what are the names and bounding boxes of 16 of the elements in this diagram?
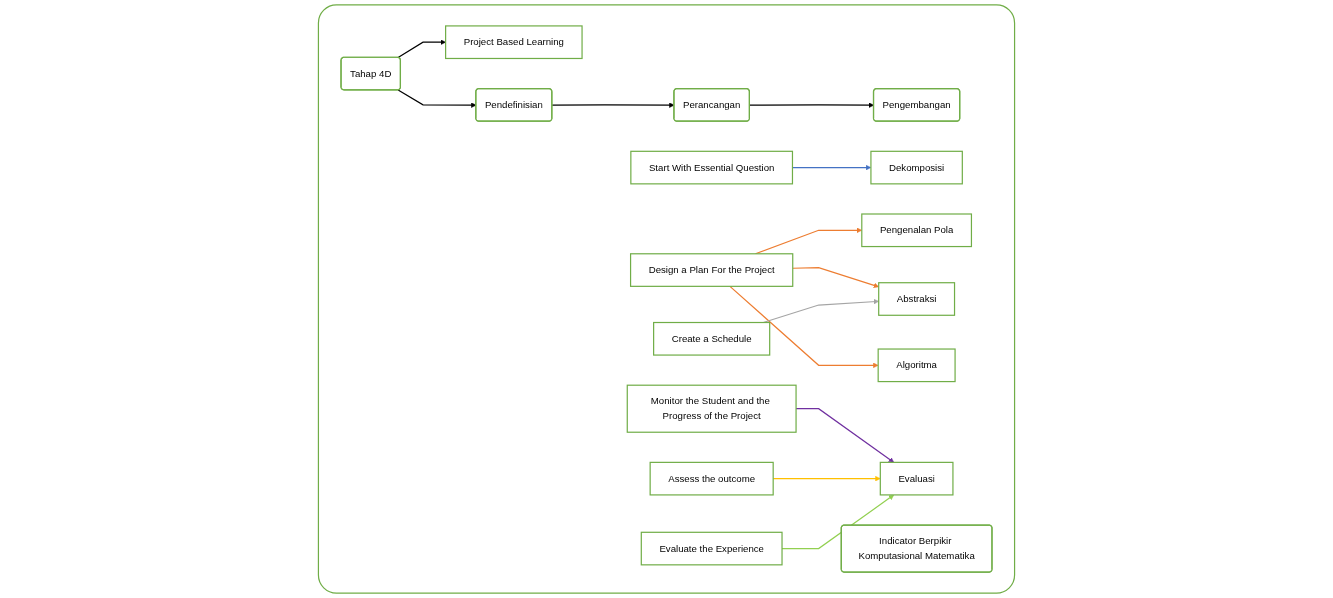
node-box: Design a Plan For the Project xyxy=(629,253,794,287)
arrow xyxy=(397,39,446,59)
arrow xyxy=(792,267,879,288)
node-box: Monitor the Student and the Progress of the Project xyxy=(626,384,797,433)
node-box: Evaluasi xyxy=(879,461,954,496)
node-box: Pengenalan Pola xyxy=(861,213,973,248)
arrow xyxy=(729,285,879,368)
node-box: Start With Essential Question xyxy=(630,150,794,185)
node-box: Assess the outcome xyxy=(649,461,774,496)
node-box: Algoritma xyxy=(877,348,956,383)
node-box: Evaluate the Experience xyxy=(640,531,783,566)
node-box: Project Based Learning xyxy=(445,25,583,60)
node-box: Create a Schedule xyxy=(653,321,771,356)
node-box: Abstraksi xyxy=(878,282,956,316)
node-box: Dekomposisi xyxy=(870,150,963,185)
cluster xyxy=(317,4,1016,594)
